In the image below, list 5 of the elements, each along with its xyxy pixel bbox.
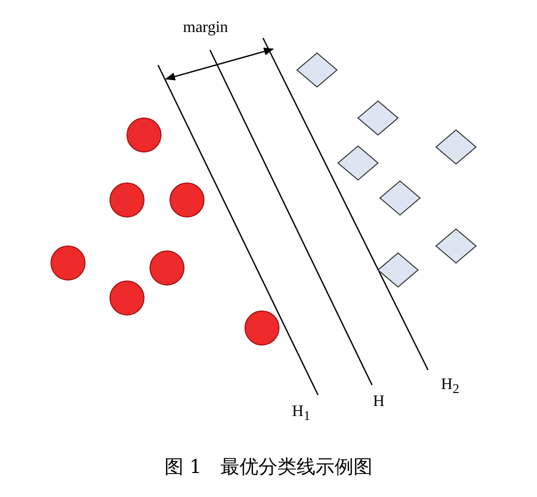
figure-caption: 图 1 最优分类线示例图 [164,458,373,477]
hyperplane-label: H$_{2}$ [441,377,460,396]
margin-label: margin [183,20,228,36]
hyperplane-label: H [373,394,385,410]
hyperplane-label: H$_{1}$ [292,404,310,423]
